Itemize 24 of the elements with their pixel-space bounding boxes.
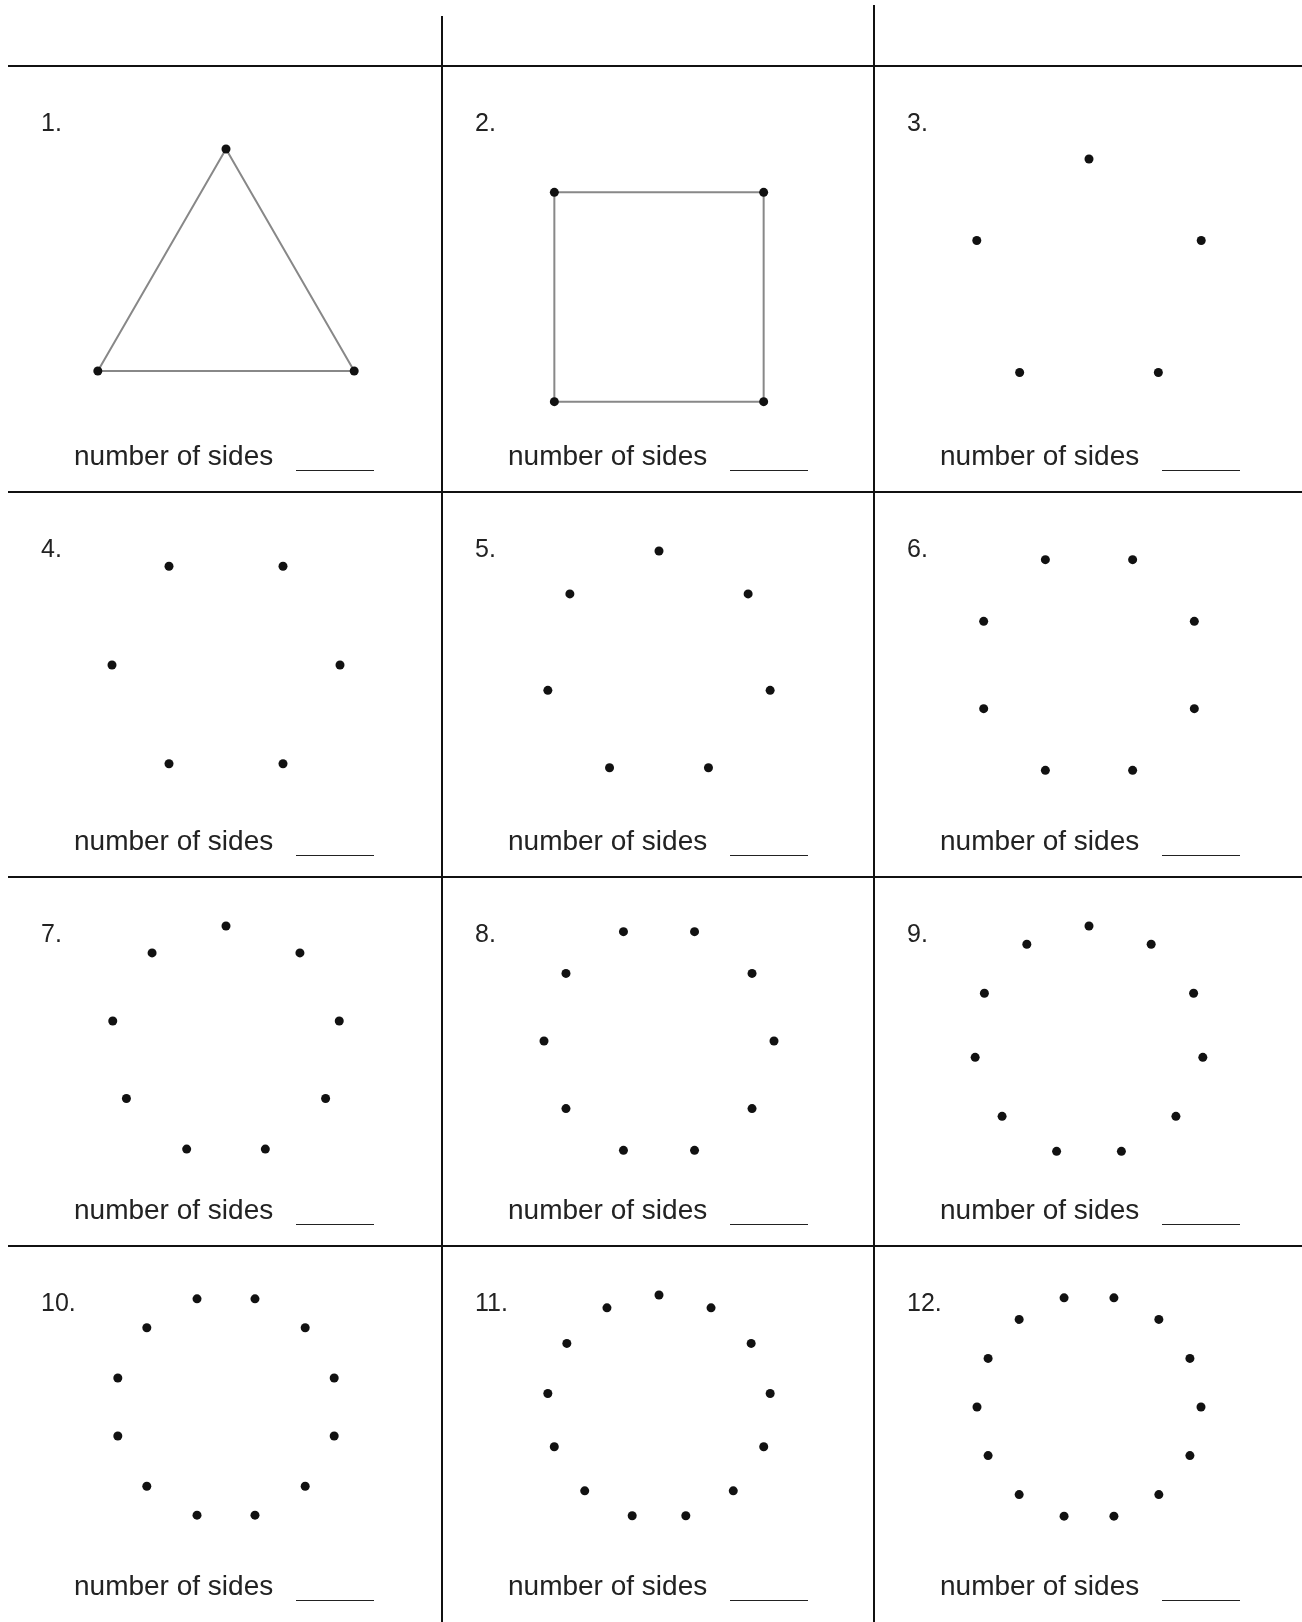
item-number: 2. — [475, 108, 496, 137]
prompt-text: number of sides — [508, 1570, 708, 1602]
item-number: 10. — [41, 1288, 76, 1317]
prompt-text: number of sides — [940, 1194, 1140, 1226]
item-number: 11. — [475, 1288, 508, 1317]
item-number: 7. — [41, 919, 62, 948]
item-number: 5. — [475, 534, 496, 563]
item-number: 8. — [475, 919, 496, 948]
prompt-text: number of sides — [74, 1570, 274, 1602]
prompt-text: number of sides — [74, 1194, 274, 1226]
prompt-text: number of sides — [940, 825, 1140, 857]
item-number: 3. — [907, 108, 928, 137]
prompt-text: number of sides — [508, 1194, 708, 1226]
prompt-text: number of sides — [940, 440, 1140, 472]
prompt-text: number of sides — [74, 440, 274, 472]
item-number: 9. — [907, 919, 928, 948]
item-number: 12. — [907, 1288, 942, 1317]
item-number: 6. — [907, 534, 928, 563]
prompt-text: number of sides — [940, 1570, 1140, 1602]
prompt-text: number of sides — [74, 825, 274, 857]
prompt-text: number of sides — [508, 825, 708, 857]
item-number: 4. — [41, 534, 62, 563]
prompt-text: number of sides — [508, 440, 708, 472]
item-number: 1. — [41, 108, 62, 137]
